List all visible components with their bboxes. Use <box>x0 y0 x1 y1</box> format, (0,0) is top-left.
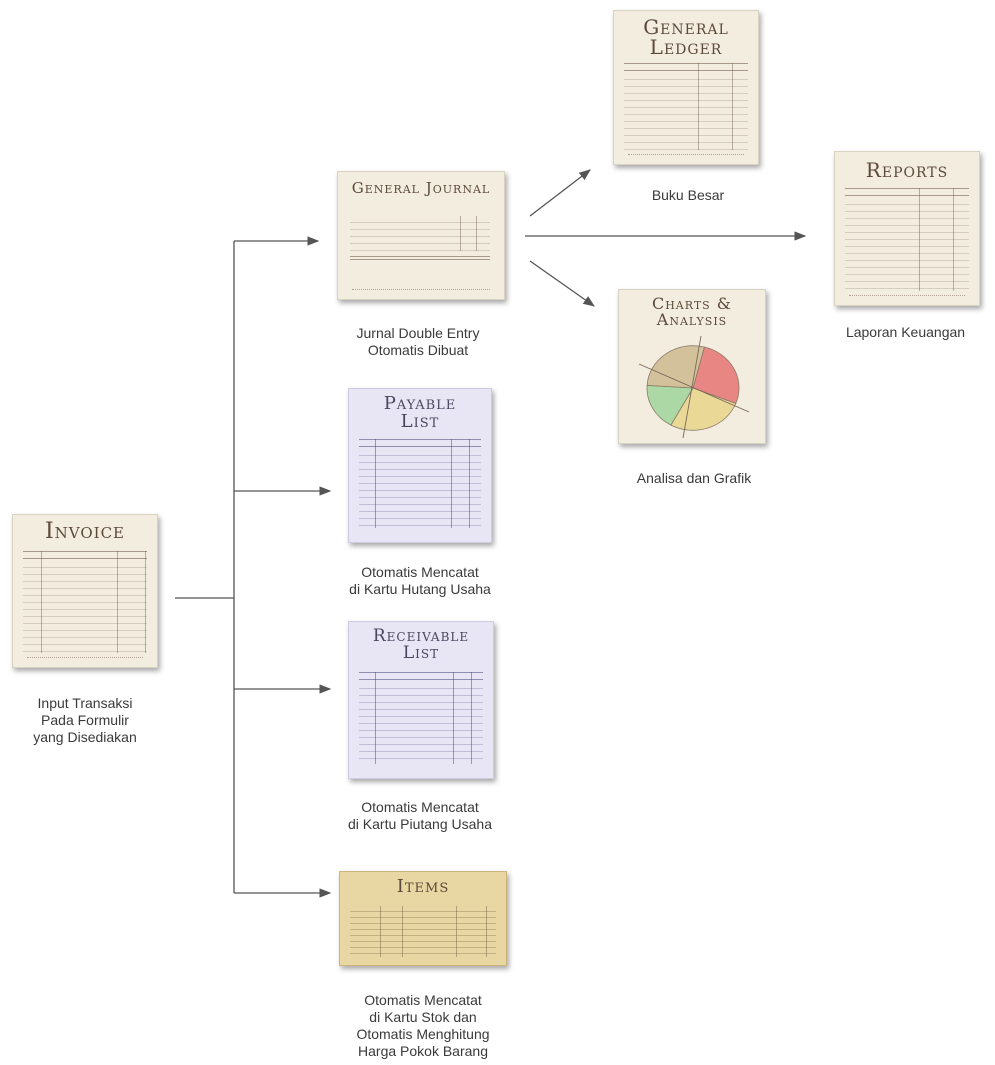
arrow-to-general-ledger <box>529 169 591 217</box>
reports-title: Reports <box>865 158 949 182</box>
receivable-list-ruled-area <box>359 682 483 764</box>
invoice-caption: Input Transaksi Pada Formulir yang Dised… <box>33 695 137 745</box>
payable-list-title: Payable List <box>383 393 457 432</box>
invoice-title: Invoice <box>44 519 126 544</box>
reports-column-line <box>953 188 954 291</box>
invoice-column-line <box>41 551 42 653</box>
payable-list-document[interactable]: Payable List <box>348 388 492 543</box>
items-title: Items <box>396 876 450 897</box>
invoice-ruled-area <box>23 561 147 653</box>
pie-slice-green <box>646 384 694 426</box>
payable-list-column-line <box>469 439 470 528</box>
receivable-list-caption: Otomatis Mencatat di Kartu Piutang Usaha <box>348 799 492 832</box>
items-column-line <box>456 906 457 957</box>
general-journal-ruled-area <box>350 216 490 251</box>
payable-list-ruled-area <box>359 449 481 528</box>
items-column-line <box>402 906 403 957</box>
items-caption: Otomatis Mencatat di Kartu Stok dan Otom… <box>356 992 490 1059</box>
general-journal-column-line <box>460 216 461 251</box>
general-ledger-title: General Ledger <box>643 15 729 59</box>
reports-document[interactable]: Reports <box>834 151 980 306</box>
general-journal-caption: Jurnal Double Entry Otomatis Dibuat <box>356 325 480 358</box>
receivable-list-column-line <box>453 672 454 764</box>
payable-list-header-row <box>359 439 481 447</box>
items-ruled-area <box>350 906 496 957</box>
general-ledger-footer <box>628 154 744 158</box>
payable-list-caption: Otomatis Mencatat di Kartu Hutang Usaha <box>349 564 491 597</box>
receivable-list-title: Receivable List <box>372 626 470 663</box>
items-column-line <box>380 906 381 957</box>
general-ledger-caption: Buku Besar <box>651 187 725 203</box>
receivable-list-column-line <box>471 672 472 764</box>
invoice-header-row <box>23 551 147 559</box>
general-ledger-column-line <box>698 63 699 150</box>
reports-caption: Laporan Keuangan <box>845 324 966 340</box>
general-journal-document[interactable]: General Journal <box>337 171 505 300</box>
receivable-list-header-row <box>359 672 483 680</box>
arrow-to-charts-analysis <box>529 260 595 307</box>
general-journal-footer <box>352 289 490 293</box>
pie-chart-sketch <box>638 335 750 439</box>
invoice-column-line <box>145 551 146 653</box>
reports-header-row <box>845 188 969 196</box>
reports-column-line <box>919 188 920 291</box>
invoice-footer <box>27 657 143 661</box>
invoice-column-line <box>117 551 118 653</box>
charts-analysis-document[interactable]: Charts & Analysis <box>618 289 766 444</box>
general-ledger-ruled-area <box>624 73 748 150</box>
reports-footer <box>849 295 965 299</box>
charts-analysis-title: Charts & Analysis <box>651 294 733 329</box>
receivable-list-document[interactable]: Receivable List <box>348 621 494 779</box>
payable-list-column-line <box>451 439 452 528</box>
general-ledger-column-line <box>732 63 733 150</box>
pie-sketch-line <box>638 363 750 413</box>
receivable-list-column-line <box>375 672 376 764</box>
pie-sketch-line <box>682 335 702 439</box>
pie-slice-red <box>692 346 740 405</box>
general-journal-title: General Journal <box>351 179 491 197</box>
general-journal-column-line <box>476 216 477 251</box>
items-document[interactable]: Items <box>339 871 507 966</box>
invoice-document[interactable]: Invoice <box>12 514 158 668</box>
charts-analysis-caption: Analisa dan Grafik <box>636 470 752 486</box>
reports-ruled-area <box>845 198 969 291</box>
general-ledger-document[interactable]: General Ledger <box>613 10 759 165</box>
payable-list-column-line <box>375 439 376 528</box>
general-ledger-header-row <box>624 63 748 71</box>
items-column-line <box>486 906 487 957</box>
pie-slice-tan <box>646 345 705 389</box>
general-journal-total-row <box>350 256 490 260</box>
